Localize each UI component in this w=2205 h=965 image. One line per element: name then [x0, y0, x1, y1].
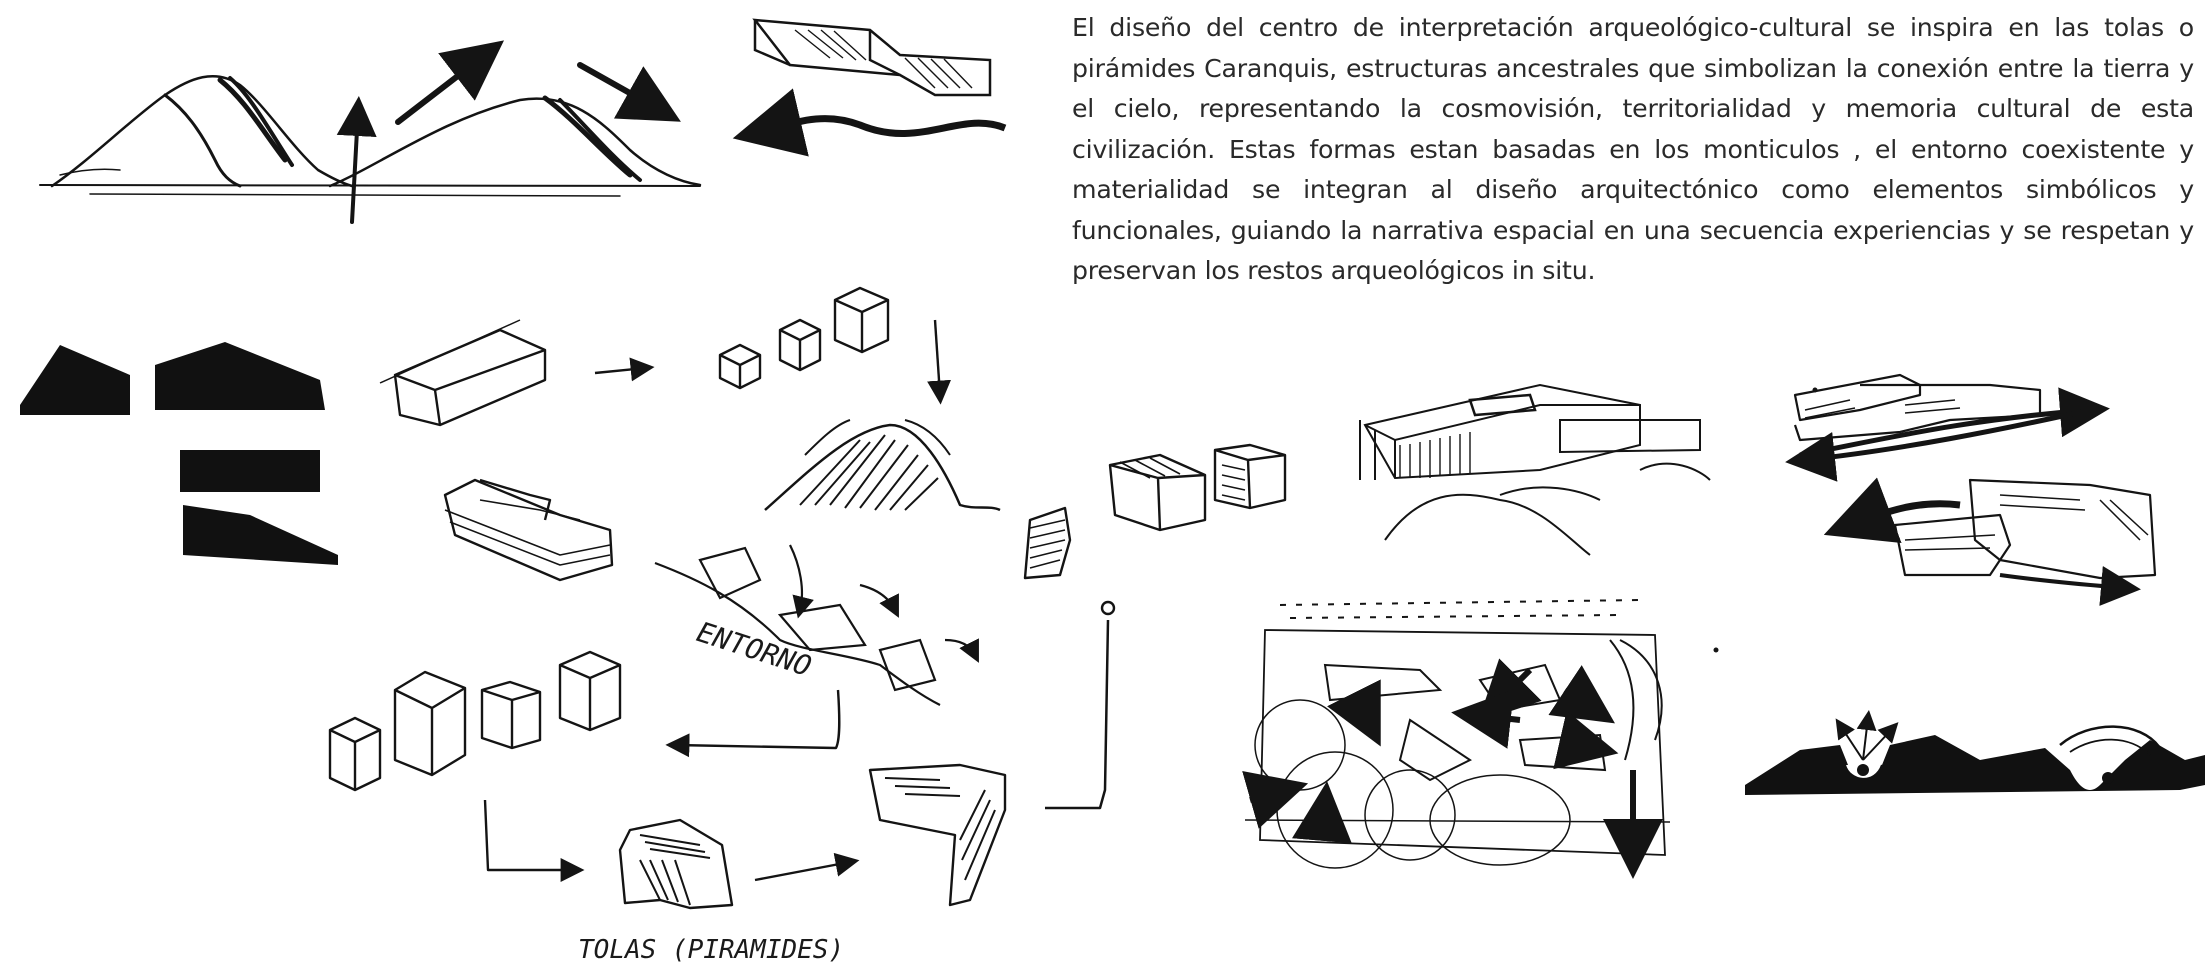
box-sequence-sketch [379, 286, 1001, 582]
stray-dot [1713, 647, 1719, 653]
site-plan-sketch [1242, 599, 1671, 879]
mountains-sketch [39, 40, 702, 224]
solid-forms [20, 342, 338, 565]
rectangle-block [180, 450, 320, 492]
landscape-section [1745, 710, 2205, 795]
box-cluster-sketch [328, 443, 1287, 910]
entorno-label: ENTORNO [693, 615, 815, 683]
wedge-block [183, 505, 338, 565]
layered-buildings-sketch [1785, 373, 2157, 606]
gable-shape-large [155, 342, 325, 410]
slab-building-sketch [732, 18, 1007, 157]
tolas-label: TOLAS (PIRAMIDES) [578, 935, 844, 965]
gable-shape-small [20, 345, 130, 415]
stray-dot [1812, 387, 1818, 393]
perspective-building-sketch [1359, 383, 1711, 556]
description-paragraph: El diseño del centro de interpretación a… [1072, 13, 2194, 285]
entorno-sketch [654, 544, 979, 706]
